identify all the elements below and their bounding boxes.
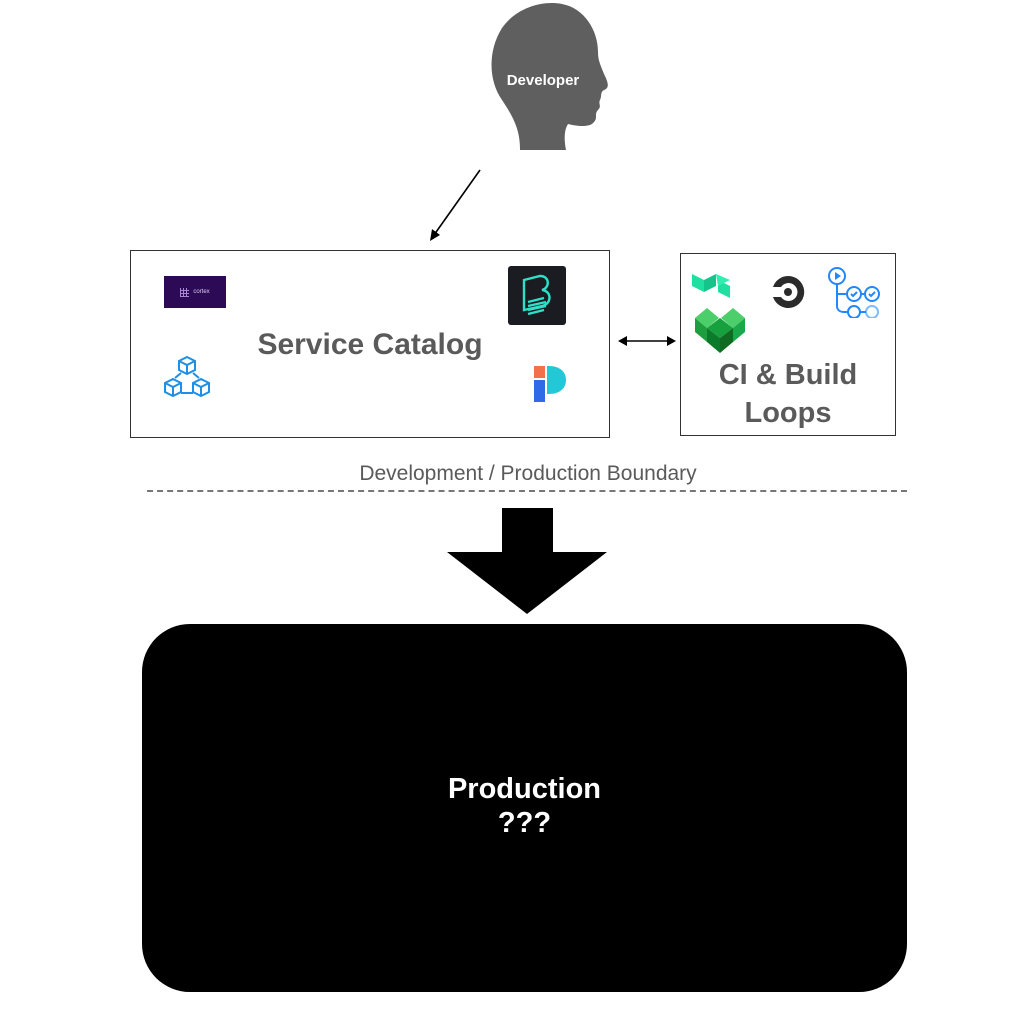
developer-to-catalog-arrow [430, 169, 481, 241]
port-logo-icon [534, 366, 566, 402]
stacked-b-logo-icon [508, 266, 566, 325]
production-box [142, 624, 907, 992]
developer-label: Developer [506, 72, 580, 89]
ci-build-title-line1: CI & Build [718, 359, 858, 391]
boundary-dashed-line [147, 490, 907, 492]
cortex-logo-icon: cortex [164, 276, 226, 308]
production-title: Production [447, 773, 602, 805]
bidirectional-arrow [618, 336, 676, 346]
cubes-logo-icon [164, 355, 210, 398]
github-actions-logo-icon [828, 267, 880, 318]
circleci-logo-icon [773, 275, 805, 308]
production-label: Production ??? [142, 772, 907, 840]
green-heart-cubes-logo-icon [695, 308, 745, 353]
cortex-logo-text: cortex [193, 289, 210, 295]
cortex-grid-icon [180, 287, 190, 297]
service-catalog-title: Service Catalog [257, 328, 483, 361]
down-arrow-icon [447, 508, 607, 614]
boundary-label: Development / Production Boundary [359, 462, 697, 485]
buildkite-logo-icon [692, 274, 730, 298]
developer-head-icon [491, 3, 608, 150]
ci-build-title-line2: Loops [744, 397, 832, 429]
production-subtitle: ??? [497, 807, 552, 839]
ci-build-title: CI & Build Loops [680, 356, 896, 432]
